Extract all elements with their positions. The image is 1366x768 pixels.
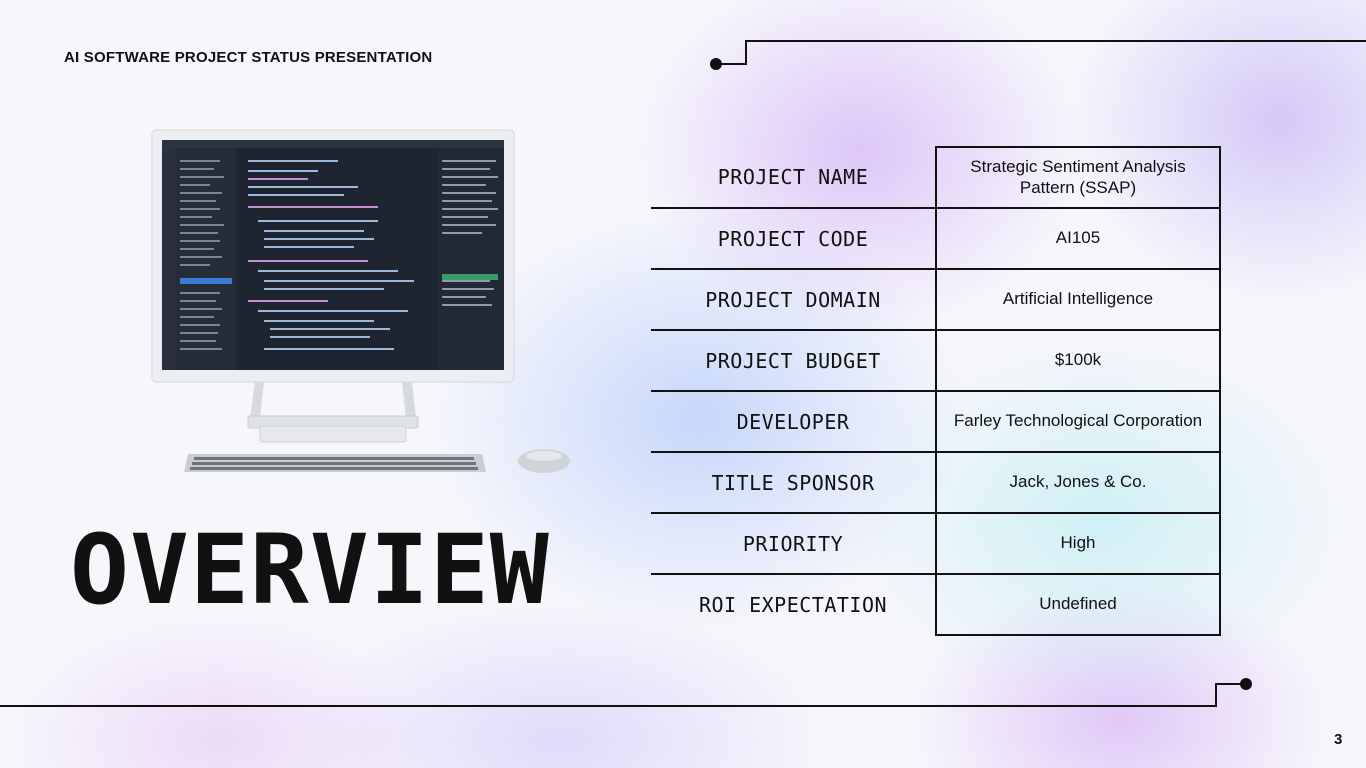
row-value: Jack, Jones & Co. [935,451,1221,514]
row-label: TITLE SPONSOR [651,452,936,514]
row-value: Farley Technological Corporation [935,390,1221,453]
row-label: PROJECT NAME [651,147,936,209]
row-label: ROI EXPECTATION [698,593,888,617]
row-label: PROJECT BUDGET [651,330,936,392]
table-row: PROJECT CODE AI105 [651,207,1221,270]
table-row: ROI EXPECTATION Undefined [651,573,1221,636]
row-label: DEVELOPER [651,391,936,453]
row-label: PROJECT CODE [651,208,936,270]
row-value: Artificial Intelligence [935,268,1221,331]
row-label: PRIORITY [651,513,936,575]
row-value: High [935,512,1221,575]
page-number: 3 [1334,731,1343,748]
row-value: $100k [935,329,1221,392]
row-value: Undefined [935,573,1221,636]
table-row: PROJECT NAME Strategic Sentiment Analysi… [651,146,1221,209]
table-row: PROJECT BUDGET $100k [651,329,1221,392]
table-row: TITLE SPONSOR Jack, Jones & Co. [651,451,1221,514]
row-value: AI105 [935,207,1221,270]
project-info-table: PROJECT NAME Strategic Sentiment Analysi… [651,146,1221,636]
header-title: AI SOFTWARE PROJECT STATUS PRESENTATION [64,49,433,66]
table-row: DEVELOPER Farley Technological Corporati… [651,390,1221,453]
row-label: PROJECT DOMAIN [651,269,936,331]
row-value: Strategic Sentiment Analysis Pattern (SS… [935,146,1221,209]
desktop-computer-image [151,129,570,473]
table-row: PROJECT DOMAIN Artificial Intelligence [651,268,1221,331]
table-row: PRIORITY High [651,512,1221,575]
overview-heading: OVERVIEW [70,514,550,626]
